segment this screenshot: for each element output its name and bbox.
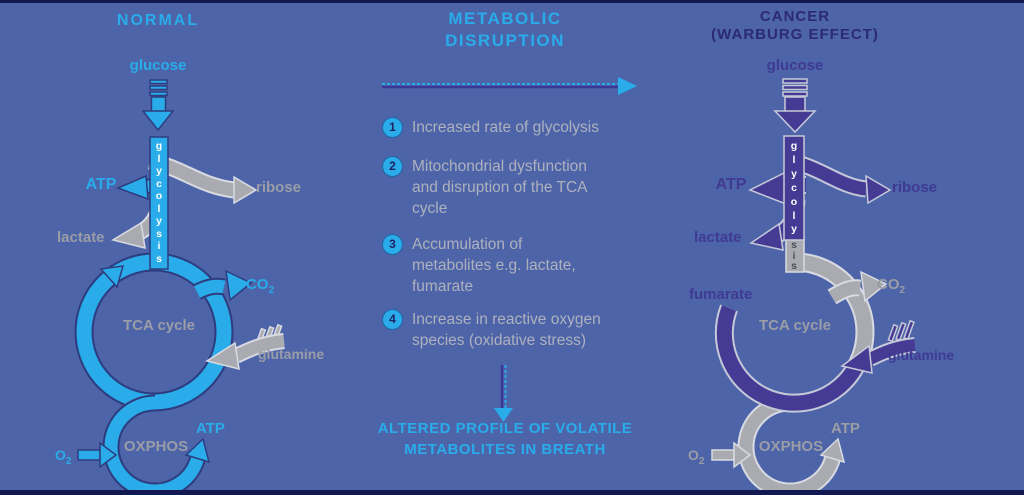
o2-arrowhead-icon [733,441,752,469]
glycolysis-bar [783,135,805,241]
glycolysis-bar [149,136,169,270]
glucose-arrow-dash [149,79,168,85]
down-arrowhead-icon [494,408,513,422]
co2-arrowhead-icon [860,270,888,303]
top-edge-strip [0,0,1024,3]
tca-cycle-label: TCA cycle [759,317,831,334]
oxphos-atp-arrowhead-icon [184,437,211,464]
glucose-arrowhead-icon [773,110,817,134]
co2-arrow [194,279,226,298]
atp-label: ATP [85,176,117,193]
tca-cycle-label: TCA cycle [123,317,195,334]
co2-label: CO2 [877,276,906,296]
co2-arrow [828,281,861,303]
oxphos-loop [104,396,204,495]
ribose-label: ribose [892,179,938,196]
atp-label: ATP [715,176,747,193]
co2-arrowhead-icon [225,269,253,302]
ribose-arrowhead-icon [233,175,258,205]
ribose-label: ribose [256,179,302,196]
glucose-arrow-dash [782,91,808,97]
tca-cycle-arrowhead-icon [99,265,125,289]
glutamine-arrow [867,339,916,365]
glutamine-arrow [233,335,285,362]
o2-arrowhead-icon [99,441,118,469]
glutamine-label: glutamine [888,347,955,363]
glucose-arrowhead-icon [141,110,175,132]
lactate-label: lactate [57,229,105,246]
fumarate-label: fumarate [689,286,753,303]
list-number-2: 2 [382,156,403,177]
glucose-arrow-dash [782,78,808,84]
list-item-4: Increase in reactive oxygen species (oxi… [412,311,601,349]
atp-bottom-label: ATP [196,420,225,437]
list-item-3: Accumulation of metabolites e.g. lactate… [412,236,576,295]
bottom-edge-strip [0,490,1024,495]
metabolic-disruption-title: METABOLIC DISRUPTION [445,9,565,50]
glucose-arrow-dash [782,84,808,91]
glutamine-arrowhead-icon [205,341,240,371]
o2-label: O2 [688,447,705,467]
lactate-arrowhead-icon [111,221,146,250]
oxphos-label: OXPHOS [123,438,189,455]
normal-pathway [74,79,285,495]
glutamine-dash [895,321,907,342]
oxphos-label: OXPHOS [758,438,824,455]
co2-label: CO2 [246,276,275,296]
lactate-label: lactate [694,229,742,246]
glucose-label: glucose [766,57,824,74]
o2-arrow-shaft [77,449,101,461]
list-number-4: 4 [382,309,403,330]
atp-arrowhead-icon [115,174,149,201]
middle-arrows [382,77,637,422]
oxphos-loop [739,396,839,495]
atp-arrowhead-icon [748,171,787,206]
cancer-title: CANCER (WARBURG EFFECT) [711,8,879,43]
tca-gray-arc [794,254,873,371]
glucose-arrow-dash [149,91,168,97]
horizontal-arrowhead-icon [618,77,637,95]
glucose-arrow-shaft [784,96,806,113]
cancer-pathway [711,78,916,495]
glucose-arrow-shaft [150,96,167,113]
atp-bottom-label: ATP [831,420,860,437]
tca-purple-arc [716,305,863,411]
list-item-1: Increased rate of glycolysis [412,119,599,136]
glucose-arrow-dash [149,85,168,91]
glucose-label: glucose [129,57,187,74]
outcome-text: ALTERED PROFILE OF VOLATILE METABOLITES … [377,420,633,458]
glutamine-dash [887,323,899,343]
o2-label: O2 [55,447,72,467]
lactate-arrowhead-icon [749,222,784,251]
list-item-2: Mitochondrial dysfunction and disruption… [412,158,588,217]
o2-arrow-shaft [711,449,735,461]
glutamine-label: glutamine [258,346,325,362]
ribose-arrowhead-icon [865,174,892,205]
normal-title: NORMAL [116,12,200,29]
list-number-3: 3 [382,234,403,255]
oxphos-atp-arrowhead-icon [819,437,846,464]
glutamine-arrowhead-icon [840,344,873,374]
list-number-1: 1 [382,117,403,138]
